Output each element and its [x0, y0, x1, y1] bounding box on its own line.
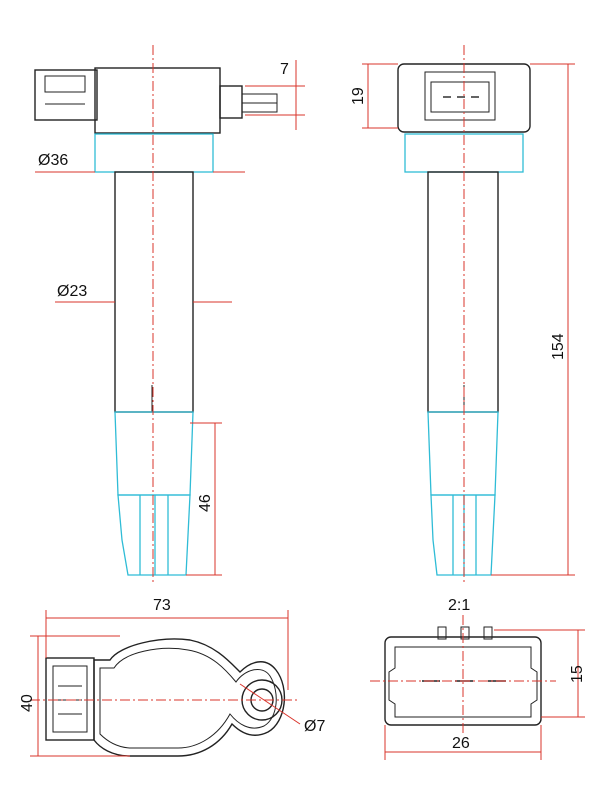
side-terminal	[219, 85, 243, 119]
bolt-hole-leader	[239, 683, 301, 725]
connector-depth-label: 15	[569, 665, 586, 683]
body-diameter-label: Ø23	[57, 283, 87, 300]
connector-width-label: 26	[452, 735, 470, 752]
footprint-width-dimension: 73	[45, 597, 289, 690]
footprint-width-label: 73	[153, 597, 171, 614]
front-body-tube	[427, 171, 499, 413]
bolt-hole-diameter-label: Ø7	[304, 718, 325, 735]
front-boot-upper	[427, 411, 499, 496]
boss-diameter-dimension: Ø36	[35, 152, 245, 173]
top-view: 73 40 Ø7	[19, 597, 325, 757]
body-diameter-dimension: Ø23	[55, 283, 232, 303]
footprint-depth-dimension: 40	[19, 635, 130, 757]
top-body-inner-outline	[99, 647, 277, 749]
side-view: 7 Ø36 Ø23 46	[34, 45, 305, 585]
connector-height-label: 19	[350, 87, 367, 105]
connector-width-dimension: 26	[384, 725, 542, 760]
boot-length-label: 46	[197, 494, 214, 512]
boss-diameter-label: Ø36	[38, 152, 68, 169]
front-connector-socket	[424, 71, 496, 121]
detail-tab-1	[437, 626, 447, 640]
footprint-depth-label: 40	[19, 694, 36, 712]
overall-length-label: 154	[550, 333, 567, 360]
side-head-block	[94, 67, 221, 134]
connector-detail-view: 2:1 15 26	[370, 597, 586, 760]
side-boot-tip	[117, 494, 191, 576]
connector-depth-dimension: 15	[494, 629, 586, 718]
detail-tab-3	[483, 626, 493, 640]
side-boot-upper	[114, 411, 194, 496]
detail-housing-inner	[388, 646, 538, 718]
overall-length-dimension: 154	[491, 63, 575, 576]
detail-scale-label: 2:1	[448, 597, 470, 614]
connector-height-dimension: 19	[350, 63, 398, 129]
side-boss	[94, 133, 214, 173]
detail-tab-2	[460, 626, 470, 640]
side-connector-latch	[44, 75, 86, 93]
side-body-tube	[114, 171, 194, 413]
boot-length-dimension: 46	[186, 422, 222, 576]
top-connector-inner	[52, 665, 88, 733]
front-boot-tip	[430, 494, 496, 576]
front-view: 19 154	[350, 45, 575, 585]
terminal-height-label: 7	[280, 61, 289, 78]
terminal-height-dimension: 7	[245, 60, 305, 130]
side-connector	[34, 69, 98, 121]
top-body-outline	[93, 638, 286, 757]
front-connector-inner	[430, 81, 490, 113]
